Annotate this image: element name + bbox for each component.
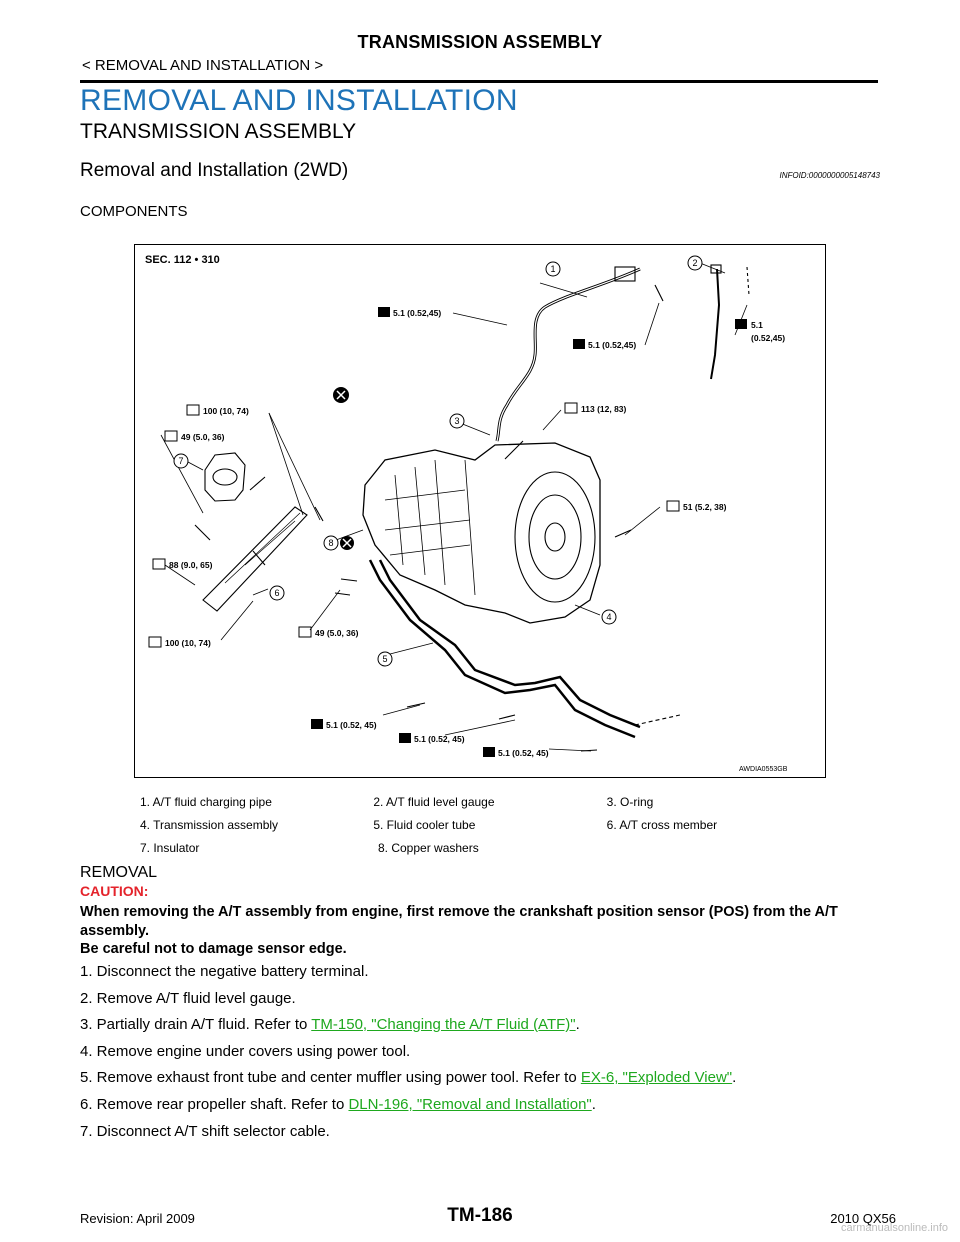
step-5: 5. Remove exhaust front tube and center … — [80, 1068, 900, 1095]
header-rule — [80, 80, 878, 83]
torque-label: 113 (12, 83) — [581, 404, 627, 414]
callout-3: 3 — [454, 416, 459, 426]
removal-steps: 1. Disconnect the negative battery termi… — [80, 962, 900, 1148]
removal-heading: REMOVAL — [80, 864, 158, 881]
callout-6: 6 — [274, 588, 279, 598]
torque-label: 49 (5.0, 36) — [181, 432, 225, 442]
step-text: . — [575, 1016, 580, 1034]
transmission-diagram: SEC. 112 • 310 AWDIA0553GB 5.1 (0.52,45)… — [145, 254, 788, 773]
sec-label: SEC. 112 • 310 — [145, 254, 220, 266]
torque-label: 5.1 (0.52, 45) — [498, 748, 549, 758]
heading-removal-installation: REMOVAL AND INSTALLATION — [80, 84, 518, 117]
legend-item: 5. Fluid cooler tube — [373, 817, 476, 832]
legend-item: 2. A/T fluid level gauge — [373, 794, 495, 809]
step-text: 3. Partially drain A/T fluid. Refer to — [80, 1016, 312, 1034]
legend-row: 1. A/T fluid charging pipe 2. A/T fluid … — [140, 790, 840, 813]
torque-label: (0.52,45) — [751, 333, 785, 343]
step-4: 4. Remove engine under covers using powe… — [80, 1042, 411, 1060]
heading-removal-2wd: Removal and Installation (2WD) — [80, 160, 349, 181]
link-dln-196[interactable]: DLN-196, "Removal and Installation" — [348, 1095, 592, 1113]
components-figure: SEC. 112 • 310 AWDIA0553GB 5.1 (0.52,45)… — [134, 244, 826, 778]
caution-label: CAUTION: — [80, 883, 149, 899]
callout-8: 8 — [328, 538, 333, 548]
legend-item: 4. Transmission assembly — [140, 817, 279, 832]
callout-5: 5 — [382, 654, 387, 664]
cooler-tube-drawing — [368, 559, 636, 739]
callout-7: 7 — [178, 456, 183, 466]
page-header-section: < REMOVAL AND INSTALLATION > — [82, 57, 324, 74]
legend-item: 3. O-ring — [606, 794, 654, 809]
step-text: . — [591, 1095, 596, 1113]
step-3: 3. Partially drain A/T fluid. Refer to T… — [80, 1015, 900, 1042]
step-7: 7. Disconnect A/T shift selector cable. — [80, 1122, 330, 1140]
charging-pipe-drawing — [495, 267, 641, 442]
legend-row: 7. Insulator 8. Copper washers — [140, 836, 840, 859]
caution-line: When removing the A/T assembly from engi… — [80, 904, 838, 939]
footer-model: 2010 QX56 — [830, 1211, 896, 1226]
info-id: INFOID:0000000005148743 — [779, 171, 880, 180]
step-text: 6. Remove rear propeller shaft. Refer to — [80, 1095, 349, 1113]
torque-label: 5.1 (0.52,45) — [393, 308, 441, 318]
caution-line: Be careful not to damage sensor edge. — [80, 941, 347, 957]
legend-item: 1. A/T fluid charging pipe — [140, 794, 272, 809]
link-tm-150[interactable]: TM-150, "Changing the A/T Fluid (ATF)" — [311, 1016, 576, 1034]
watermark: carmanualsonline.info — [840, 1222, 948, 1234]
legend-item: 7. Insulator — [140, 840, 200, 855]
legend-row: 4. Transmission assembly 5. Fluid cooler… — [140, 813, 840, 836]
insulator-drawing — [204, 452, 246, 502]
torque-label: 51 (5.2, 38) — [683, 502, 727, 512]
step-2: 2. Remove A/T fluid level gauge. — [80, 989, 296, 1007]
step-6: 6. Remove rear propeller shaft. Refer to… — [80, 1095, 900, 1122]
step-text: 5. Remove exhaust front tube and center … — [80, 1069, 581, 1087]
torque-label: 5.1 (0.52, 45) — [326, 720, 377, 730]
torque-label: 5.1 (0.52,45) — [588, 340, 636, 350]
callout-4: 4 — [606, 612, 611, 622]
torque-label: 100 (10, 74) — [165, 638, 211, 648]
torque-label: 88 (9.0, 65) — [169, 560, 213, 570]
footer-page-number: TM-186 — [447, 1205, 513, 1226]
components-label: COMPONENTS — [80, 203, 188, 220]
callout-2: 2 — [692, 258, 697, 268]
link-ex-6[interactable]: EX-6, "Exploded View" — [580, 1069, 733, 1087]
transmission-body-drawing — [362, 442, 601, 624]
torque-label: 49 (5.0, 36) — [315, 628, 359, 638]
torque-label: 5.1 — [751, 320, 763, 330]
callout-1: 1 — [550, 264, 555, 274]
torque-label: 5.1 (0.52, 45) — [414, 734, 465, 744]
caution-text: When removing the A/T assembly from engi… — [80, 903, 890, 959]
figure-legend: 1. A/T fluid charging pipe 2. A/T fluid … — [140, 790, 840, 859]
figure-code: AWDIA0553GB — [739, 766, 788, 773]
footer-revision: Revision: April 2009 — [80, 1211, 195, 1226]
step-text: . — [732, 1069, 737, 1087]
legend-item: 6. A/T cross member — [606, 817, 718, 832]
legend-item: 8. Copper washers — [378, 840, 479, 855]
step-1: 1. Disconnect the negative battery termi… — [80, 963, 369, 980]
cross-member-drawing — [202, 506, 308, 612]
torque-label: 100 (10, 74) — [203, 406, 249, 416]
page-header-title: TRANSMISSION ASSEMBLY — [357, 32, 603, 52]
level-gauge-drawing — [710, 268, 721, 380]
heading-transmission-assembly: TRANSMISSION ASSEMBLY — [80, 120, 357, 143]
